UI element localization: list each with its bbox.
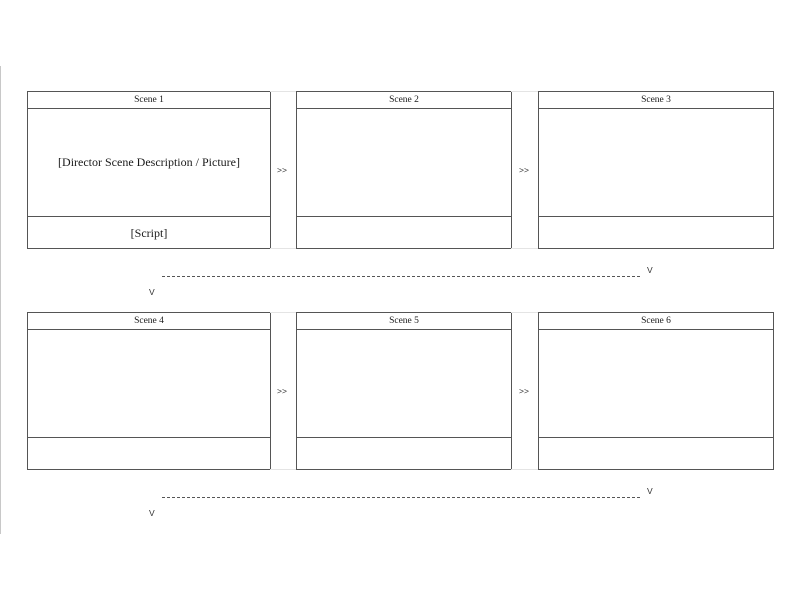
scene-script-area[interactable] [297, 438, 511, 470]
next-arrow: >> [519, 386, 529, 396]
next-arrow: >> [519, 165, 529, 175]
scene-gap [511, 312, 539, 470]
scene-title: Scene 3 [539, 92, 773, 109]
scene-panel-3: Scene 3 [538, 91, 774, 249]
scene-script-area[interactable] [297, 217, 511, 249]
dashed-connector-line [162, 497, 640, 498]
scene-title: Scene 6 [539, 313, 773, 330]
scene-picture-area[interactable] [297, 109, 511, 217]
down-arrow-mark: V [149, 508, 155, 518]
row-connector: V V [0, 483, 800, 523]
scene-picture-area[interactable] [539, 330, 773, 438]
scene-panel-5: Scene 5 [296, 312, 512, 470]
scene-title: Scene 1 [28, 92, 270, 109]
scene-panel-2: Scene 2 [296, 91, 512, 249]
next-arrow: >> [277, 165, 287, 175]
scene-title: Scene 4 [28, 313, 270, 330]
scene-picture-area[interactable] [28, 330, 270, 438]
scene-panel-6: Scene 6 [538, 312, 774, 470]
scene-picture-area[interactable] [539, 109, 773, 217]
scene-script-area[interactable] [28, 438, 270, 470]
page-edge [0, 66, 1, 534]
scene-picture-area[interactable] [297, 330, 511, 438]
scene-script-area[interactable] [539, 217, 773, 249]
scene-gap [270, 312, 297, 470]
down-arrow-mark: V [149, 287, 155, 297]
scene-row-2: Scene 4 >> Scene 5 >> Scene 6 [27, 312, 774, 472]
scene-title: Scene 5 [297, 313, 511, 330]
scene-row-1: Scene 1 [Director Scene Description / Pi… [27, 91, 774, 251]
scene-script-area[interactable] [539, 438, 773, 470]
scene-title: Scene 2 [297, 92, 511, 109]
scene-panel-1: Scene 1 [Director Scene Description / Pi… [27, 91, 271, 249]
scene-gap [511, 91, 539, 249]
scene-panel-4: Scene 4 [27, 312, 271, 470]
next-arrow: >> [277, 386, 287, 396]
row-connector: V V [0, 262, 800, 302]
down-arrow-mark: V [647, 265, 653, 275]
scene-gap [270, 91, 297, 249]
down-arrow-mark: V [647, 486, 653, 496]
scene-script-area[interactable]: [Script] [130, 225, 168, 240]
scene-picture-area[interactable]: [Director Scene Description / Picture] [28, 109, 270, 217]
dashed-connector-line [162, 276, 640, 277]
